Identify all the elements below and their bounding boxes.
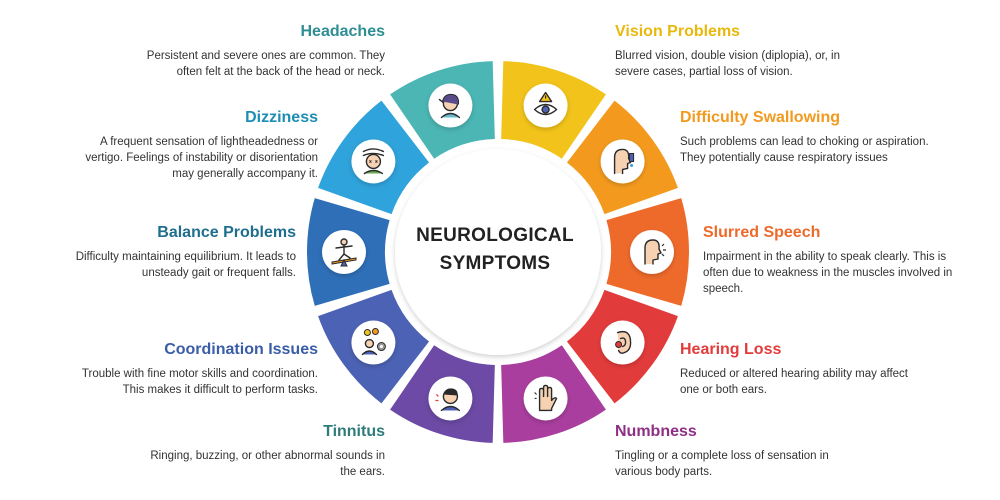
item-title: Difficulty Swallowing — [680, 109, 841, 126]
item-text: Tingling or a complete loss of sensation… — [615, 450, 829, 478]
speech-icon — [630, 230, 674, 274]
center-circle — [395, 149, 601, 355]
item-headaches: Headaches Persistent and severe ones are… — [135, 22, 385, 80]
item-text: Such problems can lead to choking or asp… — [680, 136, 929, 164]
item-balance-problems: Balance Problems Difficulty maintaining … — [46, 223, 296, 281]
item-title: Vision Problems — [615, 23, 741, 40]
item-hearing-loss: Hearing Loss Reduced or altered hearing … — [680, 340, 930, 398]
item-title: Headaches — [300, 23, 386, 40]
item-title: Numbness — [615, 423, 697, 440]
item-tinnitus: Tinnitus Ringing, buzzing, or other abno… — [135, 422, 385, 480]
item-difficulty-swallowing: Difficulty Swallowing Such problems can … — [680, 108, 930, 166]
item-text: Ringing, buzzing, or other abnormal soun… — [150, 450, 385, 478]
center-title-line2: SYMPTOMS — [439, 253, 551, 274]
item-text: Difficulty maintaining equilibrium. It l… — [75, 251, 296, 279]
item-title: Slurred Speech — [703, 224, 821, 241]
center-title: NEUROLOGICAL SYMPTOMS — [395, 222, 595, 278]
item-title: Balance Problems — [157, 224, 296, 241]
item-numbness: Numbness Tingling or a complete loss of … — [615, 422, 865, 480]
eye-warning-icon — [523, 83, 568, 128]
item-text: Persistent and severe ones are common. T… — [146, 50, 385, 78]
item-dizziness: Dizziness A frequent sensation of lighth… — [68, 108, 318, 182]
item-title: Dizziness — [245, 109, 318, 126]
item-text: Impairment in the ability to speak clear… — [703, 251, 953, 295]
item-title: Coordination Issues — [164, 341, 318, 358]
item-vision-problems: Vision Problems Blurred vision, double v… — [615, 22, 865, 80]
swallowing-icon — [600, 139, 645, 184]
item-title: Tinnitus — [323, 423, 385, 440]
hand-icon — [523, 376, 568, 421]
balance-icon — [322, 230, 366, 274]
ear-icon — [600, 320, 645, 365]
item-text: Blurred vision, double vision (diplopia)… — [615, 50, 841, 78]
item-text: A frequent sensation of lightheadedness … — [85, 136, 318, 180]
item-text: Trouble with fine motor skills and coord… — [81, 368, 318, 396]
coordination-icon — [351, 320, 396, 365]
item-title: Hearing Loss — [680, 341, 782, 358]
item-coordination-issues: Coordination Issues Trouble with fine mo… — [68, 340, 318, 398]
dizziness-icon — [351, 139, 396, 184]
item-text: Reduced or altered hearing ability may a… — [680, 368, 909, 396]
center-title-line1: NEUROLOGICAL — [416, 225, 574, 246]
headache-icon — [428, 83, 473, 128]
item-slurred-speech: Slurred Speech Impairment in the ability… — [703, 223, 953, 297]
tinnitus-icon — [428, 376, 473, 421]
